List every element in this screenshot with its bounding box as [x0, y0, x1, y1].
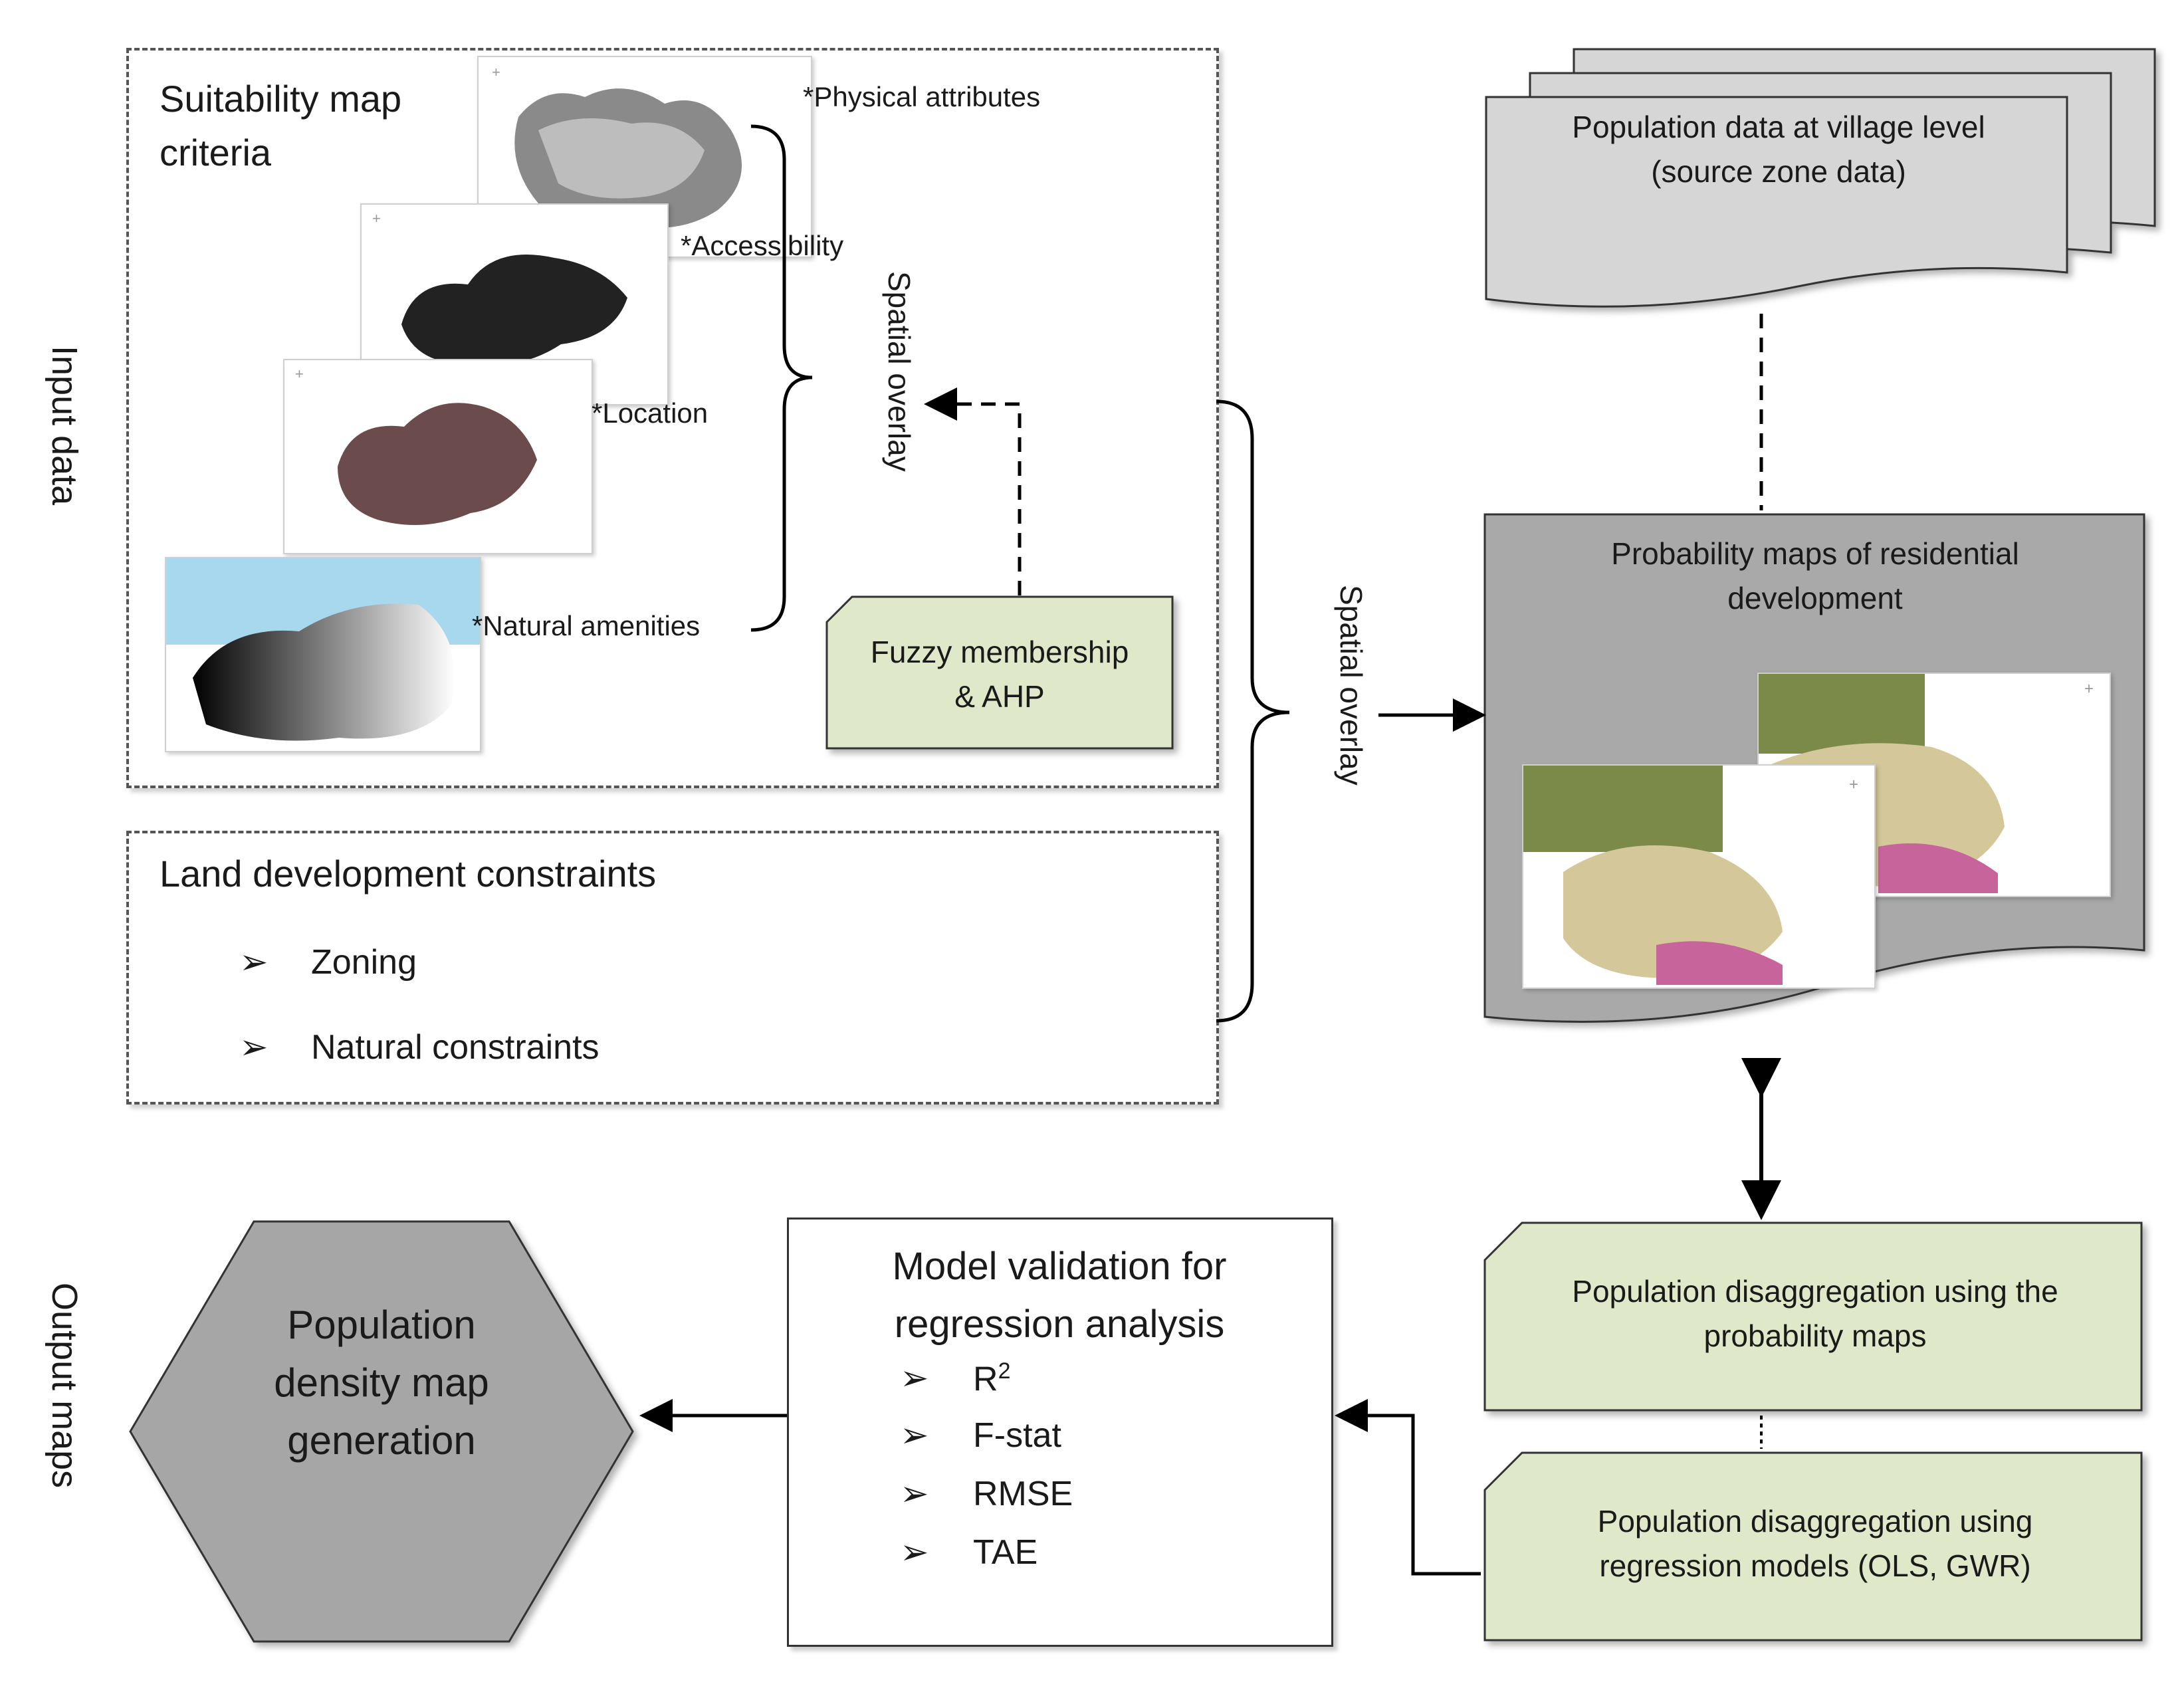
metric-fstat-bullet: ➢	[900, 1416, 929, 1455]
disagg-probability-text: Population disaggregation using the prob…	[1572, 1274, 2058, 1353]
constraint-natural: Natural constraints	[311, 1028, 600, 1067]
bullet-arrow-icon: ➢	[900, 1533, 929, 1572]
bullet-arrow-icon: ➢	[900, 1475, 929, 1513]
criterion-physical-attributes: *Physical attributes	[803, 81, 1041, 112]
metric-rmse-bullet: ➢	[900, 1474, 929, 1514]
model-validation-title: Model validation for regression analysis	[892, 1245, 1227, 1346]
svg-text:+: +	[1849, 776, 1858, 794]
fuzzy-ahp-box-wrap	[825, 595, 1174, 750]
map-natural-amenities	[165, 557, 481, 752]
disagg-probability-box-wrap	[1482, 1220, 2144, 1413]
metric-tae: TAE	[973, 1533, 1038, 1572]
suitability-title: Suitability map criteria	[160, 78, 402, 174]
disagg-regression-box-wrap	[1482, 1450, 2144, 1643]
svg-text:+: +	[2084, 680, 2094, 698]
constraint-zoning: Zoning	[311, 943, 417, 982]
output-maps-label: Output maps	[45, 1283, 84, 1489]
svg-text:+: +	[492, 64, 500, 80]
output-hexagon-wrap	[128, 1219, 635, 1644]
criterion-accessibility: *Accessibility	[681, 230, 844, 261]
constraints-title: Land development constraints	[160, 853, 657, 895]
criterion-natural-amenities: *Natural amenities	[472, 610, 701, 641]
probability-maps-text: Probability maps of residential developm…	[1611, 536, 2019, 615]
svg-text:+: +	[372, 210, 381, 227]
metric-rmse: RMSE	[973, 1475, 1073, 1513]
criterion-location: *Location	[592, 397, 709, 429]
input-data-label: Input data	[45, 346, 84, 506]
population-data-docs	[1482, 47, 2160, 326]
bullet-natural-constraints: ➢	[239, 1027, 269, 1067]
map-location: +	[283, 359, 593, 554]
spatial-overlay-label-1: Spatial overlay	[882, 271, 917, 472]
disagg-regression-text: Population disaggregation using regressi…	[1597, 1504, 2033, 1583]
metric-r2: R2	[973, 1358, 1011, 1399]
fuzzy-ahp-text: Fuzzy membership & AHP	[870, 635, 1129, 714]
svg-text:+: +	[295, 366, 304, 382]
regression-to-validation-arrow	[1335, 1399, 1481, 1576]
population-data-text: Population data at village level (source…	[1572, 110, 1985, 189]
probability-map-front: +	[1522, 764, 1876, 989]
output-hexagon-text: Population density map generation	[274, 1303, 489, 1463]
metric-r2-bullet: ➢	[900, 1358, 929, 1398]
bullet-arrow-icon: ➢	[900, 1416, 929, 1455]
land-development-constraints-box	[126, 831, 1219, 1105]
bullet-arrow-icon: ➢	[239, 943, 269, 982]
model-validation-box	[787, 1218, 1333, 1647]
main-brace	[1216, 399, 1290, 1023]
spatial-overlay-label-2: Spatial overlay	[1334, 585, 1368, 786]
bullet-arrow-icon: ➢	[239, 1028, 269, 1067]
metric-tae-bullet: ➢	[900, 1533, 929, 1572]
metric-fstat: F-stat	[973, 1416, 1061, 1455]
bullet-arrow-icon: ➢	[900, 1359, 929, 1398]
bullet-zoning: ➢	[239, 942, 269, 982]
